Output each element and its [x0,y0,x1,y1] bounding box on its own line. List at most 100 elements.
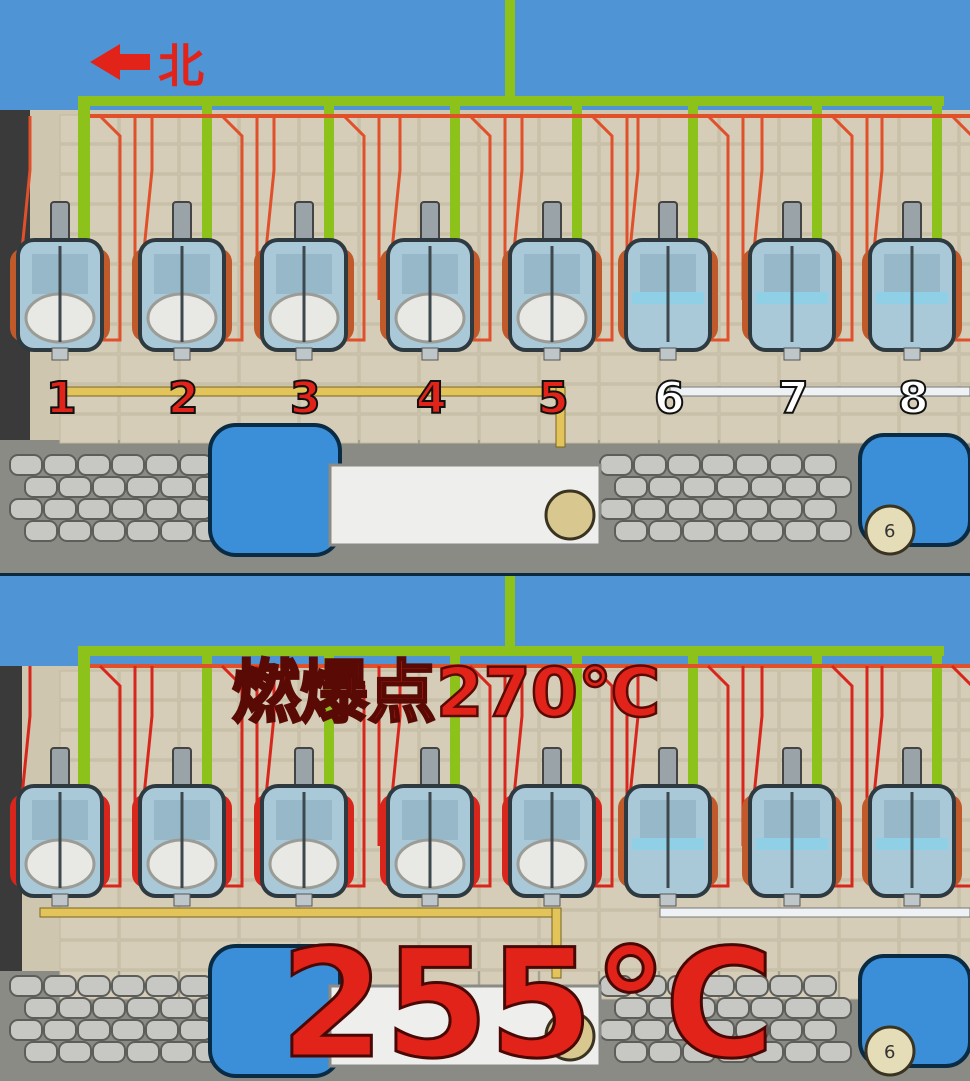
outlet-valve-icon [421,347,439,361]
material-bag [179,454,213,476]
main-green-pipe [505,576,515,646]
wall-tile [779,174,839,204]
wall-tile [119,354,179,384]
wall-tile [839,114,899,144]
wall-tile [839,174,899,204]
main-green-pipe [505,0,515,96]
wall-tile [599,114,659,144]
wall-tile [239,670,299,700]
sky [0,0,970,110]
motor-icon [782,747,802,789]
ground-equipment: 6 [9,944,970,1078]
material-bag [750,476,784,498]
wall-tile [839,670,899,700]
wall-tile [779,670,839,700]
wall-tile [239,700,299,730]
material-bag [599,498,633,520]
material-bag [145,1019,179,1041]
wall-tile [239,174,299,204]
wall-tile [899,174,959,204]
material-bag [633,1019,667,1041]
motor-icon [50,201,70,243]
material-bag [111,454,145,476]
temperature-readout: 255℃ [280,918,775,1081]
wall-tile [599,204,659,234]
material-bag [92,997,126,1019]
material-bag [92,1041,126,1063]
material-bag [24,476,58,498]
reactor-row [10,747,970,979]
motor-icon [658,747,678,789]
wall-tile [539,700,599,730]
wall-tile [119,414,179,444]
wall-tile [899,114,959,144]
wall-tile [959,880,970,910]
green-branch-pipe [932,646,942,786]
green-branch-pipe [78,96,88,240]
material-bag [145,975,179,997]
wall-tile [539,940,599,970]
wall-tile [779,940,839,970]
material-bag [614,997,648,1019]
wall-tile [599,940,659,970]
wall-tile [119,144,179,174]
wheel-label: 6 [884,1042,895,1063]
wall-tile [899,144,959,174]
motor-icon [542,201,562,243]
wall-tile [839,760,899,790]
green-branch-pipe [324,646,334,786]
wall-tile [719,730,779,760]
green-branch-pipe [450,646,460,786]
wall-tile [359,670,419,700]
wall-tile [779,414,839,444]
material-bag [145,498,179,520]
wall-tile [959,174,970,204]
wall-tile [539,114,599,144]
motor-icon [420,201,440,243]
wall-tile [599,174,659,204]
material-bag [818,997,852,1019]
wall-tile [479,940,539,970]
wheel-icon [544,1010,596,1062]
wall-tile [479,414,539,444]
wall-tile [959,354,970,384]
material-bag [43,975,77,997]
material-bag [77,454,111,476]
wall-tile [599,144,659,174]
wall-tile [59,354,119,384]
green-header-pipe [78,96,944,106]
green-branch-pipe [812,646,822,786]
bottom-scene: 6 燃爆点270℃ 255℃ [0,576,970,1081]
material-bag [633,975,667,997]
material-bag [160,1041,194,1063]
material-bag [24,520,58,542]
material-bag [633,498,667,520]
green-branch-pipe [572,96,582,240]
green-header-pipe [78,646,944,656]
material-bag [9,454,43,476]
ground-equipment: 6 [9,423,970,557]
transfer-pipe-white [669,386,970,397]
material-bag [179,975,213,997]
wall-tile [719,174,779,204]
wall-tile [959,384,970,414]
wall-tile [779,700,839,730]
material-bag [43,1019,77,1041]
material-bag [58,520,92,542]
wall-tile [419,144,479,174]
wheel-icon [864,1025,916,1077]
wall-tile [539,354,599,384]
material-bag [818,520,852,542]
ignition-point-title: 燃爆点270℃ [232,654,660,733]
material-bag [633,454,667,476]
material-bag [769,498,803,520]
material-bag [77,975,111,997]
motor-icon [294,201,314,243]
wall-tile [959,910,970,940]
motor-icon [172,747,192,789]
outlet-valve-icon [173,347,191,361]
wall-tile [959,700,970,730]
outlet-valve-icon [295,893,313,907]
